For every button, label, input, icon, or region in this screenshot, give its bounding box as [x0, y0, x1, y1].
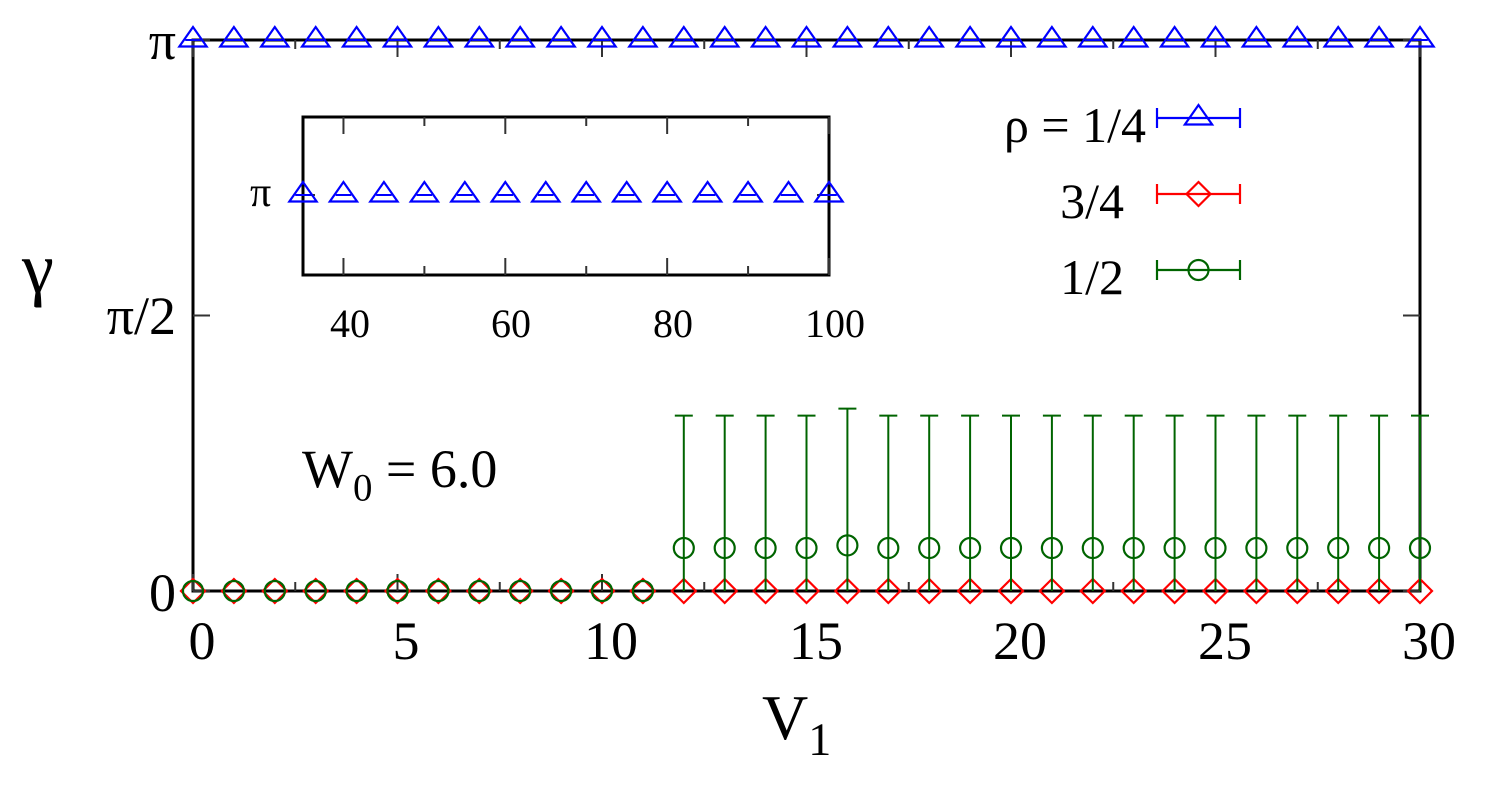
- y-axis-label: γ: [22, 228, 54, 308]
- y-tick-label-zero: 0: [149, 563, 176, 623]
- legend-sample-diamond: [1155, 180, 1242, 208]
- x-tick-label: 0: [188, 611, 216, 671]
- parameter-annotation: W0 = 6.0: [302, 439, 498, 508]
- x-axis-label-subscript: 1: [808, 714, 832, 766]
- y-tick-label-pi-half: π/2: [106, 286, 176, 346]
- legend-label-1-2: 1/2: [1060, 249, 1124, 305]
- legend-sample-circle: [1155, 258, 1242, 282]
- inset-x-tick-label: 60: [491, 301, 531, 346]
- legend-label-3-4: 3/4: [1060, 173, 1124, 229]
- annotation-subscript: 0: [352, 466, 373, 510]
- x-tick-label: 30: [1402, 611, 1456, 671]
- x-axis-label-main: V: [762, 682, 809, 753]
- inset-y-tick-label-pi: π: [250, 170, 272, 216]
- legend-label-rho-1-4: ρ = 1/4: [1003, 97, 1146, 153]
- series-circle: [181, 407, 1432, 603]
- inset-series-triangle: [287, 180, 845, 203]
- data-series: [177, 25, 1436, 605]
- y-tick-label-pi: π: [148, 11, 176, 71]
- legend: [1155, 103, 1242, 282]
- inset-x-tick-label: 80: [653, 301, 693, 346]
- x-tick-label: 10: [584, 611, 638, 671]
- annotation-value: = 6.0: [372, 439, 498, 499]
- legend-sample-triangle: [1155, 103, 1242, 128]
- series-triangle: [177, 25, 1436, 48]
- inset-x-tick-label: 40: [330, 301, 370, 346]
- x-tick-label: 25: [1198, 611, 1252, 671]
- x-axis-label: V1: [762, 686, 831, 763]
- annotation-symbol: W: [302, 439, 353, 499]
- x-tick-label: 20: [993, 611, 1047, 671]
- x-tick-label: 15: [789, 611, 843, 671]
- inset-x-tick-label: 100: [805, 301, 865, 346]
- x-tick-label: 5: [392, 611, 420, 671]
